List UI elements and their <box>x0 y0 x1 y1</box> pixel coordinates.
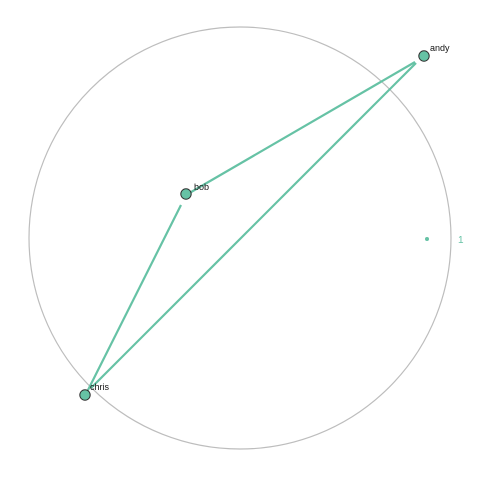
node-chris <box>79 389 91 401</box>
marker-layer: 1 <box>425 235 464 246</box>
node-bob <box>180 188 192 200</box>
edge-bob-chris <box>86 204 182 393</box>
node-andy <box>418 50 430 62</box>
edge-andy-chris <box>90 62 417 389</box>
marker-label: 1 <box>458 235 464 246</box>
node-label-bob: bob <box>194 182 209 192</box>
edges-layer <box>86 61 417 393</box>
boundary-circle <box>28 26 452 450</box>
node-label-andy: andy <box>430 43 450 53</box>
nodes-layer: andy bob chris <box>79 43 450 401</box>
node-label-chris: chris <box>90 382 110 392</box>
marker-dot <box>425 237 429 241</box>
edge-bob-andy <box>185 61 416 196</box>
